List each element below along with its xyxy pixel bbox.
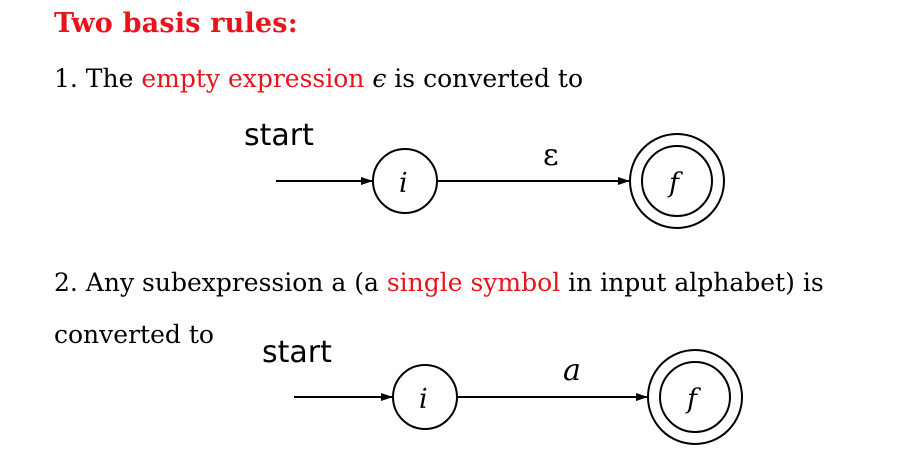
rule-2-suffix: in input alphabet) is [560,268,824,297]
rule-2-highlight: single symbol [386,268,561,297]
nfa-2-final-state-label: f [685,384,701,415]
rule-1-suffix: is converted to [386,64,583,93]
nfa-2-final-state-inner [659,361,731,433]
rule-1-prefix: 1. The [54,64,142,93]
nfa-1-start-label: start [244,118,314,153]
nfa-1-initial-state-label: i [399,168,408,199]
nfa-2-transition-label: a [563,353,581,388]
nfa-1-final-state-outer [629,133,725,229]
nfa-1-final-state-label: f [667,168,683,199]
nfa-1-final-state-inner [641,145,713,217]
rule-2-text: 2. Any subexpression a (a single symbol … [54,268,824,297]
nfa-2: start i a f [262,335,743,445]
nfa-2-initial-state-label: i [419,384,428,415]
rule-2-continuation: converted to [54,320,214,349]
nfa-2-final-state-outer [647,349,743,445]
nfa-2-start-label: start [262,335,332,370]
rule-1-symbol: ϵ [364,64,387,93]
rule-1-text: 1. The empty expression ϵ is converted t… [54,64,583,93]
rule-1-highlight: empty expression [141,64,365,93]
nfa-1-transition-label: ε [543,138,559,173]
rule-2-prefix: 2. Any subexpression a (a [54,268,387,297]
nfa-1: start i ε f [244,118,725,229]
slide-title: Two basis rules: [54,8,298,39]
